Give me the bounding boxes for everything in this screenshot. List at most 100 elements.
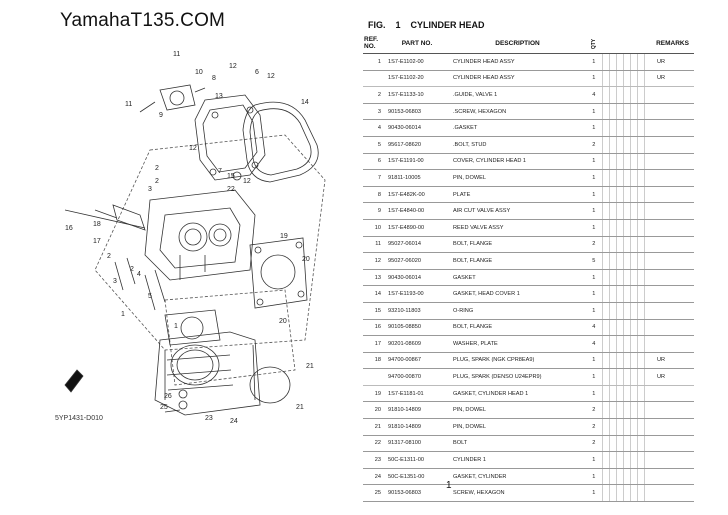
qty-cell: 4 — [586, 86, 602, 104]
blank-cell — [615, 302, 623, 320]
remarks-cell — [651, 269, 694, 287]
blank-cell — [622, 368, 630, 386]
ref-cell: 2 — [363, 86, 385, 104]
ref-cell: 18 — [363, 352, 385, 370]
blank-cell — [622, 335, 630, 353]
blank-cell — [615, 451, 623, 469]
blank-cell — [601, 352, 609, 370]
description-cell: GASKET, HEAD COVER 1 — [449, 285, 586, 303]
blank-cell — [601, 103, 609, 121]
blank-cell — [608, 119, 616, 137]
qty-cell: 1 — [586, 70, 602, 88]
blank-cell — [636, 451, 644, 469]
blank-cell — [629, 319, 637, 337]
ref-cell: 7 — [363, 169, 385, 187]
description-cell: PLUG, SPARK (NGK CPR8EA9) — [449, 352, 586, 370]
ref-cell: 19 — [363, 385, 385, 403]
blank-cell — [601, 435, 609, 453]
part-no-cell: 1S7-E4840-00 — [385, 202, 449, 220]
remarks-cell: UR — [651, 53, 694, 71]
ref-cell: 22 — [363, 435, 385, 453]
blank-cell — [643, 302, 651, 320]
qty-cell: 1 — [586, 285, 602, 303]
part-no-cell: 93210-11803 — [385, 302, 449, 320]
svg-text:22: 22 — [227, 186, 235, 193]
svg-text:25: 25 — [160, 404, 168, 411]
blank-cell — [601, 136, 609, 154]
blank-cell — [629, 252, 637, 270]
blank-cell — [615, 219, 623, 237]
svg-text:10: 10 — [195, 69, 203, 76]
part-no-cell: 1S7-E4890-00 — [385, 219, 449, 237]
blank-cell — [636, 352, 644, 370]
blank-cell — [608, 418, 616, 436]
blank-cell — [629, 202, 637, 220]
remarks-cell — [651, 136, 694, 154]
remarks-cell — [651, 468, 694, 486]
blank-cell — [629, 451, 637, 469]
site-title: YamahaT135.COM — [60, 10, 226, 31]
blank-cell — [629, 136, 637, 154]
qty-cell: 2 — [586, 401, 602, 420]
blank-cell — [608, 352, 616, 370]
blank-cell — [608, 219, 616, 237]
remarks-cell — [651, 484, 694, 503]
blank-cell — [615, 484, 623, 503]
blank-cell — [643, 451, 651, 469]
blank-cell — [622, 70, 630, 88]
blank-cell — [615, 86, 623, 104]
blank-cell — [643, 153, 651, 171]
ref-cell: 10 — [363, 219, 385, 237]
remarks-cell — [651, 219, 694, 237]
header-ref: REF. NO. — [363, 33, 385, 54]
blank-cell — [636, 236, 644, 254]
qty-cell: 1 — [586, 186, 602, 204]
blank-cell — [629, 186, 637, 204]
ref-cell — [363, 368, 385, 386]
description-cell: .GASKET — [449, 119, 586, 137]
blank-cell — [636, 136, 644, 154]
remarks-cell — [651, 236, 694, 254]
svg-text:15: 15 — [227, 173, 235, 180]
ref-cell: 5 — [363, 136, 385, 154]
svg-text:20: 20 — [279, 318, 287, 325]
blank-cell — [629, 103, 637, 121]
blank-cell — [629, 302, 637, 320]
svg-text:2: 2 — [155, 178, 159, 185]
description-cell: BOLT, FLANGE — [449, 236, 586, 254]
qty-cell: 2 — [586, 435, 602, 453]
blank-cell — [629, 401, 637, 420]
svg-text:19: 19 — [280, 233, 288, 240]
ref-cell: 3 — [363, 103, 385, 121]
qty-cell: 1 — [586, 385, 602, 403]
blank-cell — [629, 269, 637, 287]
remarks-cell — [651, 252, 694, 270]
figure-name: CYLINDER HEAD — [410, 20, 485, 30]
qty-cell: 1 — [586, 468, 602, 486]
remarks-cell — [651, 302, 694, 320]
blank-cell — [643, 136, 651, 154]
blank-cell — [636, 269, 644, 287]
blank-cell — [622, 86, 630, 104]
blank-cell — [615, 186, 623, 204]
svg-text:9: 9 — [159, 112, 163, 119]
blank-cell — [615, 70, 623, 88]
blank-cell — [643, 269, 651, 287]
blank-cell — [643, 86, 651, 104]
qty-cell: 1 — [586, 53, 602, 71]
blank-cell — [608, 103, 616, 121]
remarks-cell — [651, 169, 694, 187]
blank-cell — [615, 335, 623, 353]
part-no-cell: 90201-08609 — [385, 335, 449, 353]
svg-text:16: 16 — [65, 225, 73, 232]
blank-cell — [622, 252, 630, 270]
ref-cell: 24 — [363, 468, 385, 486]
blank-cell — [608, 269, 616, 287]
